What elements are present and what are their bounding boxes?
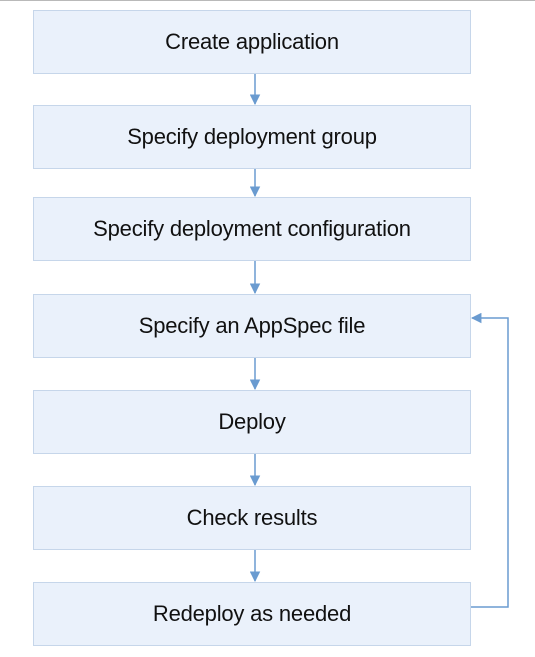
step-redeploy-as-needed: Redeploy as needed — [33, 582, 471, 646]
step-label: Specify deployment configuration — [93, 216, 411, 241]
step-label: Deploy — [218, 409, 286, 434]
step-label: Specify deployment group — [127, 124, 377, 149]
step-label: Specify an AppSpec file — [138, 313, 366, 338]
step-check-results: Check results — [33, 486, 471, 550]
step-label: Redeploy as needed — [152, 601, 352, 626]
step-deploy: Deploy — [33, 390, 471, 454]
step-label: Check results — [186, 505, 318, 530]
step-label: Create application — [165, 29, 339, 54]
loop-back-arrow — [470, 312, 509, 608]
step-specify-deployment-configuration: Specify deployment configuration — [33, 197, 471, 261]
step-specify-deployment-group: Specify deployment group — [33, 105, 471, 169]
step-specify-appspec-file: Specify an AppSpec file — [33, 294, 471, 358]
top-divider — [0, 0, 535, 1]
step-create-application: Create application — [33, 10, 471, 74]
